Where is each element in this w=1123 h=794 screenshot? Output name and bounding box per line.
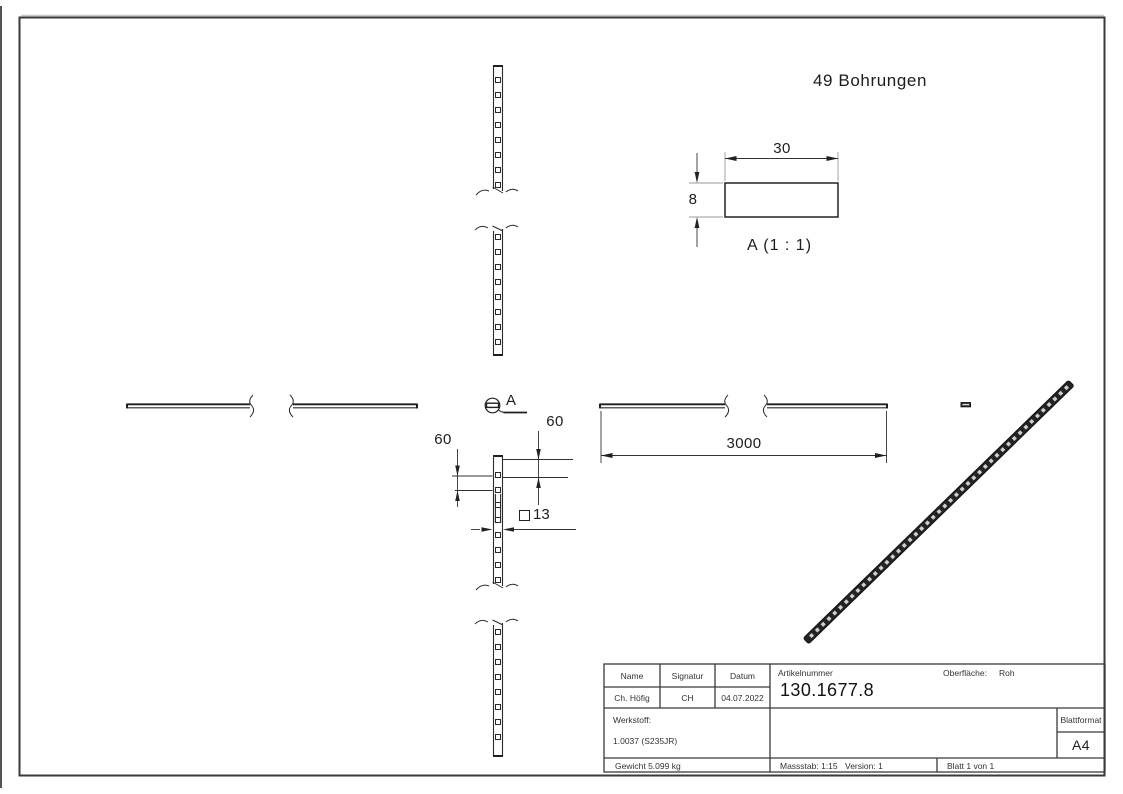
bottom-face-view bbox=[452, 431, 576, 757]
pitch-dimension bbox=[452, 449, 493, 507]
oberflaeche-label: Oberfläche: bbox=[943, 668, 987, 678]
hole-column bbox=[495, 629, 501, 740]
detail-view-label: A (1 : 1) bbox=[747, 237, 813, 254]
dim-hole-value: 13 bbox=[533, 506, 550, 523]
value-datum: 04.07.2022 bbox=[721, 692, 764, 703]
break-symbol bbox=[249, 394, 255, 418]
width-dimension bbox=[724, 152, 839, 181]
blattformat-label: Blattformat bbox=[1060, 715, 1102, 725]
hole-dimension bbox=[471, 527, 576, 532]
right-edge-view bbox=[599, 394, 888, 463]
dim-length-label: 3000 bbox=[726, 435, 762, 452]
sheet-border bbox=[0, 6, 1106, 788]
break-symbol bbox=[288, 394, 294, 418]
value-signatur: CH bbox=[681, 692, 694, 703]
square-symbol bbox=[519, 509, 530, 521]
hole-column bbox=[495, 77, 501, 188]
break-symbol bbox=[474, 618, 519, 626]
version-text: Version: 1 bbox=[845, 761, 883, 771]
top-face-view bbox=[474, 65, 519, 356]
dim-width-label: 30 bbox=[773, 140, 791, 157]
massstab-text: Massstab: 1:15 bbox=[780, 761, 838, 771]
break-symbol bbox=[724, 394, 730, 418]
blattformat-value: A4 bbox=[1071, 737, 1091, 753]
oberflaeche-value: Roh bbox=[998, 668, 1015, 678]
isometric-view bbox=[803, 380, 1074, 644]
left-edge-view bbox=[126, 394, 418, 418]
werkstoff-label: Werkstoff: bbox=[613, 715, 651, 725]
hole-column bbox=[495, 234, 501, 345]
holes-count-note: 49 Bohrungen bbox=[813, 71, 928, 90]
oberflaeche-row: Oberfläche: Roh bbox=[943, 668, 1015, 678]
artikelnummer-label: Artikelnummer bbox=[778, 668, 833, 678]
title-block-grid bbox=[603, 663, 1106, 773]
end-view bbox=[960, 402, 971, 408]
gewicht-text: Gewicht 5.099 kg bbox=[615, 761, 681, 771]
break-symbol bbox=[762, 394, 768, 418]
detail-view-a bbox=[689, 152, 839, 247]
header-name: Name bbox=[620, 670, 644, 681]
werkstoff-value: 1.0037 (S235JR) bbox=[613, 736, 678, 746]
dim-hole-label: 13 bbox=[519, 506, 550, 523]
blatt-text: Blatt 1 von 1 bbox=[947, 761, 995, 771]
artikelnummer-value: 130.1677.8 bbox=[780, 680, 875, 700]
break-symbol bbox=[475, 186, 519, 196]
length-dimension bbox=[600, 411, 887, 463]
end-offset-dimension bbox=[503, 431, 573, 505]
detail-circle-marker bbox=[484, 397, 527, 414]
dim-thickness-label: 8 bbox=[688, 191, 698, 208]
dim-pitch-label: 60 bbox=[434, 431, 452, 448]
hole-column bbox=[495, 472, 501, 583]
dim-end-offset-label: 60 bbox=[546, 413, 564, 430]
header-datum: Datum bbox=[729, 670, 756, 681]
header-signatur: Signatur bbox=[671, 670, 704, 681]
thickness-dimension bbox=[689, 153, 723, 247]
detail-marker-label: A bbox=[506, 392, 517, 409]
value-name: Ch. Höfig bbox=[614, 692, 650, 703]
iso-hole-row bbox=[809, 385, 1070, 639]
break-symbol bbox=[474, 224, 519, 232]
break-symbol bbox=[475, 581, 519, 591]
